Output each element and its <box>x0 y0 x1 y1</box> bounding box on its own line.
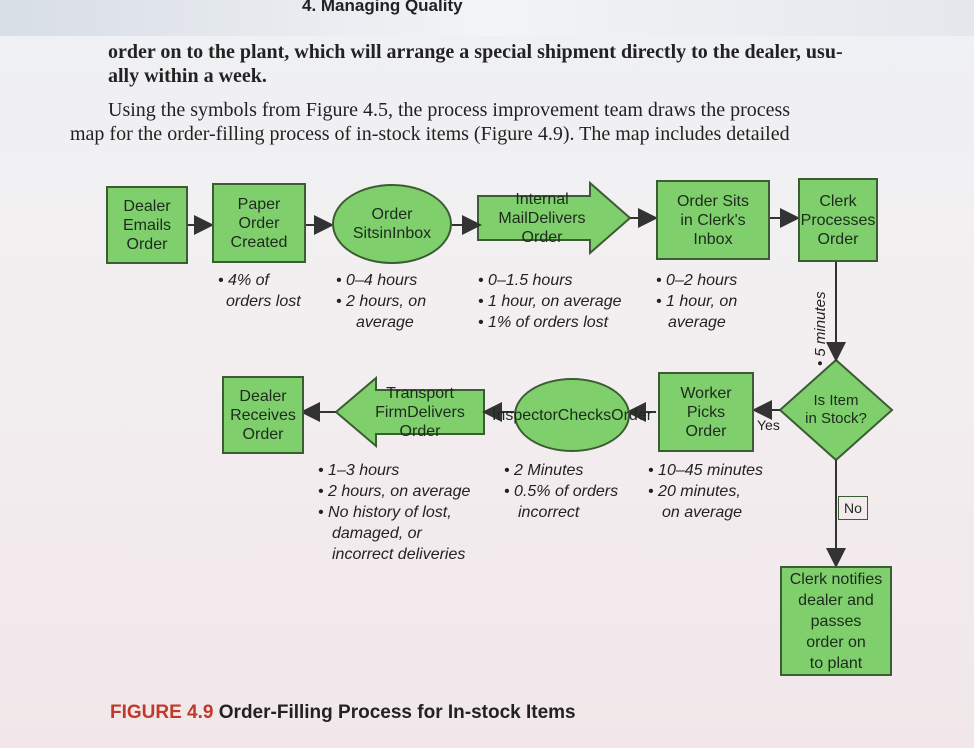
header-strip <box>0 0 974 36</box>
note-clerk-inbox: • 0–2 hours • 1 hour, on average <box>656 272 738 331</box>
node-internal-mail: Internal MailDelivers Order <box>498 190 586 246</box>
note-inbox: • 0–4 hours • 2 hours, on average <box>336 272 427 331</box>
paragraph2-line2: map for the order-filling process of in-… <box>70 123 790 145</box>
note-transport: • 1–3 hours • 2 hours, on average • No h… <box>318 462 471 563</box>
running-head: 4. Managing Quality <box>302 0 463 15</box>
note-inspector: • 2 Minutes • 0.5% of orders incorrect <box>504 462 619 521</box>
caption-figure-number: FIGURE 4.9 <box>110 702 214 723</box>
paragraph1-line1: order on to the plant, which will arrang… <box>108 41 843 63</box>
node-is-item-in-stock: Is Item in Stock? <box>805 392 867 427</box>
internal-mail-shape <box>477 180 632 256</box>
node-clerk-notifies-dealer: Clerk notifies dealer and passes order o… <box>780 566 892 676</box>
node-transport-firm: Transport FirmDelivers Order <box>375 384 465 440</box>
transport-firm-shape <box>334 375 485 449</box>
paragraph1-line2: ally within a week. <box>108 65 267 87</box>
label-no: No <box>838 496 868 520</box>
paragraph2-line1: Using the symbols from Figure 4.5, the p… <box>108 99 791 121</box>
note-paper-order: • 4% of orders lost <box>218 272 301 310</box>
note-internal-mail: • 0–1.5 hours • 1 hour, on average • 1% … <box>478 272 622 331</box>
caption-title: Order-Filling Process for In-stock Items <box>218 702 576 723</box>
note-worker: • 10–45 minutes • 20 minutes, on average <box>648 462 764 521</box>
note-five-minutes: • 5 minutes <box>812 291 829 366</box>
node-inspector-checks-order: InspectorChecksOrder <box>492 378 652 452</box>
figure-caption: FIGURE 4.9 Order-Filling Process for In-… <box>110 702 576 724</box>
node-order-sits-in-inbox: Order SitsinInbox <box>332 184 452 264</box>
label-yes: Yes <box>757 417 780 433</box>
